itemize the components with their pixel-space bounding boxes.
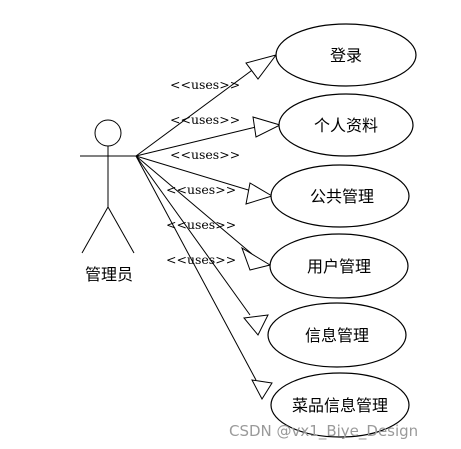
arrowhead-profile bbox=[252, 116, 282, 138]
association-line-users bbox=[135, 155, 253, 255]
use-case-label: 公共管理 bbox=[310, 187, 374, 206]
use-case-ellipse bbox=[275, 23, 417, 87]
uses-label-info: <<uses>> bbox=[166, 217, 236, 232]
association-line-login bbox=[135, 67, 256, 157]
actor-left-leg bbox=[81, 206, 109, 254]
use-case-ellipse bbox=[267, 302, 407, 368]
use-case-ellipse bbox=[269, 233, 409, 299]
arrowhead-menu-info bbox=[251, 379, 273, 401]
uses-label-menu-info: <<uses>> bbox=[166, 252, 236, 267]
arrowhead-public bbox=[245, 182, 274, 205]
use-case-label: 登录 bbox=[330, 46, 362, 65]
uses-label-users: <<uses>> bbox=[166, 182, 236, 197]
uses-labels: <<uses>> <<uses>> <<uses>> <<uses>> <<us… bbox=[166, 77, 240, 267]
actor-label: 管理员 bbox=[85, 265, 133, 284]
watermark: CSDN @vx1_Biye_Design bbox=[229, 422, 418, 441]
use-case-label: 菜品信息管理 bbox=[292, 396, 388, 415]
use-case-label: 个人资料 bbox=[314, 116, 378, 135]
use-case-ellipse bbox=[278, 93, 414, 157]
use-case-label: 用户管理 bbox=[307, 257, 371, 276]
association-line-menu-info bbox=[135, 155, 257, 381]
actor-head bbox=[94, 119, 122, 147]
uses-label-public: <<uses>> bbox=[170, 147, 240, 162]
use-case-ellipse bbox=[270, 372, 410, 438]
associations bbox=[135, 54, 282, 401]
association-line-info bbox=[135, 155, 251, 316]
arrowhead-login bbox=[245, 54, 278, 80]
use-case-label: 信息管理 bbox=[305, 326, 369, 345]
uses-label-login: <<uses>> bbox=[170, 77, 240, 92]
use-case-profile: 个人资料 bbox=[278, 93, 414, 157]
arrowhead-info bbox=[243, 314, 269, 336]
association-line-profile bbox=[135, 125, 261, 157]
use-case-public: 公共管理 bbox=[270, 164, 410, 228]
use-case-menu-info: 菜品信息管理 bbox=[270, 372, 410, 438]
actor-right-leg bbox=[107, 206, 135, 254]
use-case-users: 用户管理 bbox=[269, 233, 409, 299]
use-case-login: 登录 bbox=[275, 23, 417, 87]
uses-label-profile: <<uses>> bbox=[170, 112, 240, 127]
use-case-ellipse bbox=[270, 164, 410, 228]
association-line-public bbox=[135, 155, 256, 193]
arrowhead-users bbox=[241, 246, 272, 271]
use-case-info: 信息管理 bbox=[267, 302, 407, 368]
actor-figure bbox=[80, 119, 136, 254]
